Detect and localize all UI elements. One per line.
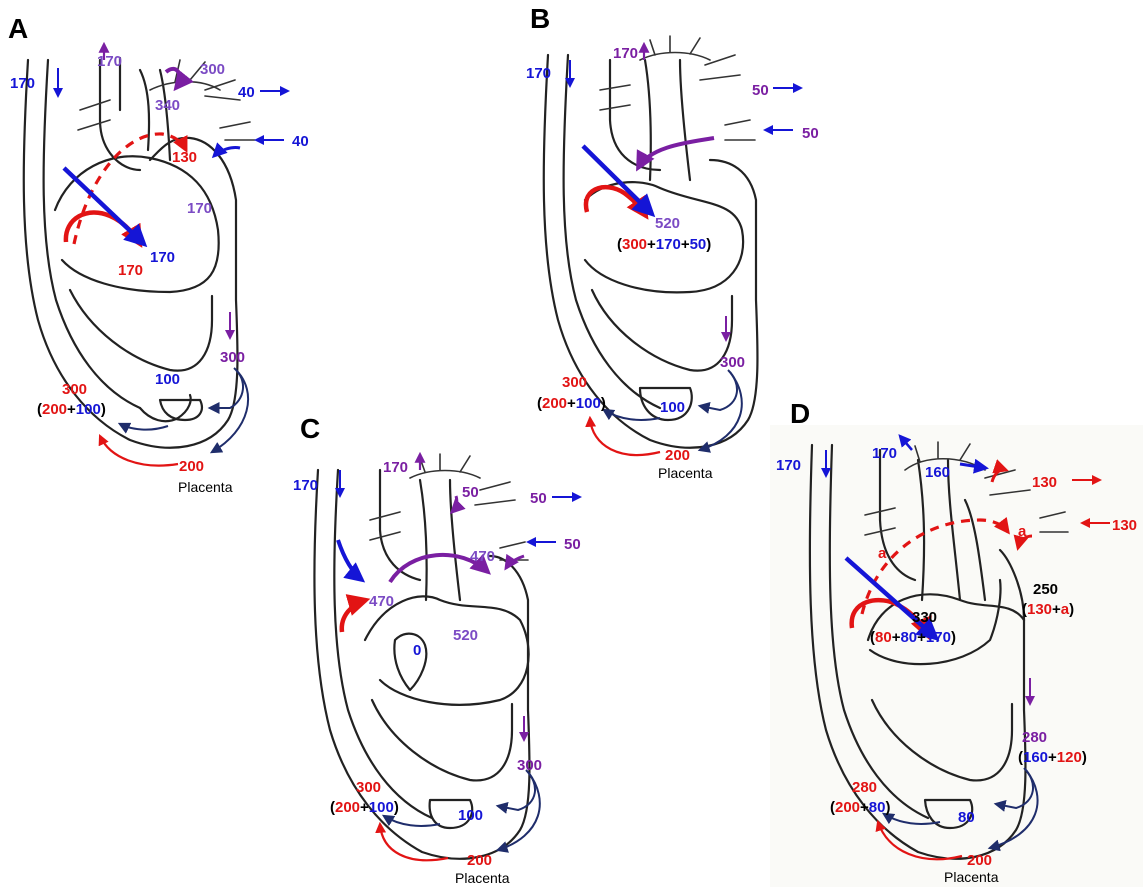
right-ventricle-flow-c: 0 (413, 642, 421, 659)
placenta-label-a: Placenta (178, 479, 233, 495)
left-ventricle-flow-c: 520 (453, 627, 478, 644)
panel-c: C (293, 413, 581, 886)
right-ventricle-sum-d: (80+80+170) (870, 629, 956, 646)
ivc-total-flow-b: 300 (562, 374, 587, 391)
panel-b: B 170 (526, 3, 819, 481)
right-atrium-flow-c: 470 (369, 593, 394, 610)
svc-flow-a: 170 (10, 75, 35, 92)
heart-outline-a (24, 58, 238, 448)
right-ventricle-total-d: 330 (912, 609, 937, 626)
ivc-total-flow-d: 280 (852, 779, 877, 796)
pulmonary-return-b: 50 (802, 125, 819, 142)
left-atrium-flow-a: 130 (172, 149, 197, 166)
pulmonary-return-a: 40 (292, 133, 309, 150)
left-ventricle-total-d: 250 (1033, 581, 1058, 598)
ivc-total-flow-c: 300 (356, 779, 381, 796)
ivc-sum-c: (200+100) (330, 799, 399, 816)
ivc-sum-b: (200+100) (537, 395, 606, 412)
right-atrium-blue-flow-a: 170 (150, 249, 175, 266)
svc-flow-d: 170 (776, 457, 801, 474)
aorta-flow-d: 160 (925, 464, 950, 481)
placenta-label-b: Placenta (658, 465, 713, 481)
pulmonary-outflow-b: 50 (752, 82, 769, 99)
aortic-arch-flow-c: 50 (462, 484, 479, 501)
placenta-flow-d: 200 (967, 852, 992, 869)
ivc-sum-d: (200+80) (830, 799, 890, 816)
pulmonary-outflow-d: 130 (1032, 474, 1057, 491)
panel-a: A (8, 13, 309, 495)
panel-d: D (770, 398, 1143, 887)
panel-letter-d: D (790, 398, 810, 429)
common-chamber-sum-b: (300+170+50) (617, 236, 711, 253)
descending-aorta-total-d: 280 (1022, 729, 1047, 746)
ductus-flow-d: 170 (872, 445, 897, 462)
panel-d-background (770, 425, 1143, 887)
umbilical-flow-d: 80 (958, 809, 975, 826)
svc-flow-c: 170 (293, 477, 318, 494)
aortic-arch-flow-a: 340 (155, 97, 180, 114)
left-ventricle-flow-a: 170 (187, 200, 212, 217)
svc-flow-b: 170 (526, 65, 551, 82)
umbilical-flow-c: 100 (458, 807, 483, 824)
shunt-label-top-d: a (878, 545, 887, 562)
descending-aorta-flow-b: 300 (720, 354, 745, 371)
left-ventricle-sum-d: (130+a) (1022, 601, 1074, 618)
right-atrium-red-flow-a: 170 (118, 262, 143, 279)
placenta-label-d: Placenta (944, 869, 999, 885)
descending-aorta-sum-d: (160+120) (1018, 749, 1087, 766)
left-atrium-flow-c: 470 (470, 548, 495, 565)
ductus-flow-b: 170 (613, 45, 638, 62)
common-chamber-flow-b: 520 (655, 215, 680, 232)
placenta-flow-a: 200 (179, 458, 204, 475)
pulmonary-outflow-a: 40 (238, 84, 255, 101)
placenta-flow-c: 200 (467, 852, 492, 869)
pulmonary-return-d: 130 (1112, 517, 1137, 534)
ivc-sum-a: (200+100) (37, 401, 106, 418)
ductus-flow-a: 170 (97, 53, 122, 70)
ivc-total-flow-a: 300 (62, 381, 87, 398)
panel-letter-c: C (300, 413, 320, 444)
shunt-label-right-d: a (1018, 523, 1027, 540)
flow-values-b: 170 170 50 50 520 (300+170+50) 300 100 3… (526, 45, 819, 481)
placenta-label-c: Placenta (455, 870, 510, 886)
umbilical-flow-a: 100 (155, 371, 180, 388)
panel-letter-b: B (530, 3, 550, 34)
placenta-flow-b: 200 (665, 447, 690, 464)
panel-letter-a: A (8, 13, 28, 44)
pulmonary-outflow-c: 50 (530, 490, 547, 507)
pulmonary-return-c: 50 (564, 536, 581, 553)
aorta-flow-a: 300 (200, 61, 225, 78)
ductus-flow-c: 170 (383, 459, 408, 476)
descending-aorta-flow-c: 300 (517, 757, 542, 774)
descending-aorta-flow-a: 300 (220, 349, 245, 366)
umbilical-flow-b: 100 (660, 399, 685, 416)
